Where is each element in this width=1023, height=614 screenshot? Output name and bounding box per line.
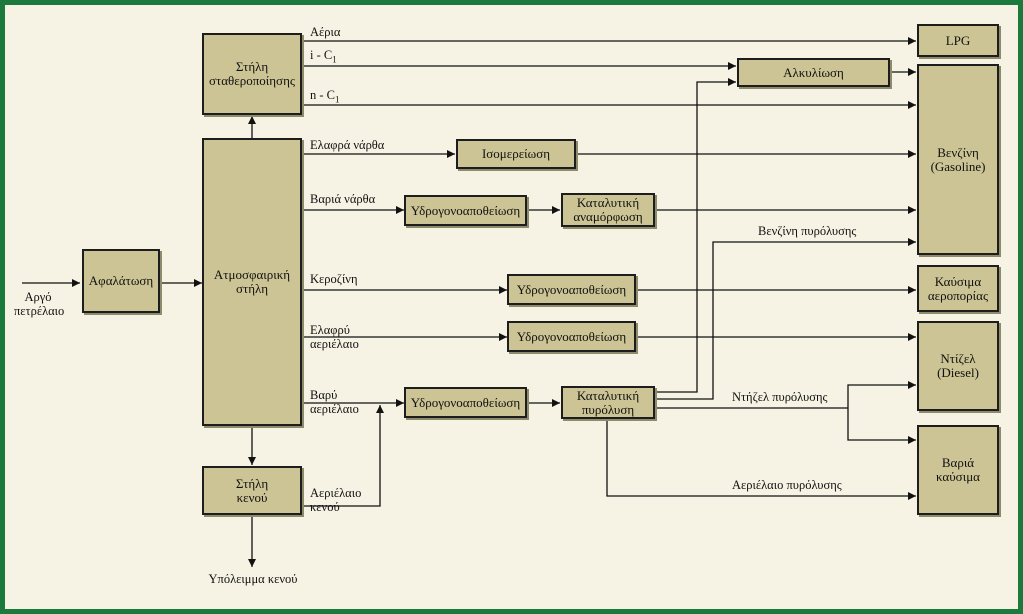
vacuum-column-box: Στήλη κενού bbox=[202, 466, 302, 515]
arrow-crack-heavy bbox=[606, 418, 916, 500]
heavy-fuels-box: Βαριά καύσιμα bbox=[917, 425, 999, 515]
label-i-c4-sub: 1 bbox=[332, 54, 337, 65]
label-cracked-gasoil: Αεριέλαιο πυρόλυσης bbox=[732, 478, 842, 492]
hydrodesulfurization-3-box: Υδρογονοαποθείωση bbox=[507, 321, 636, 352]
label-crude-oil: Αργό πετρέλαιο bbox=[14, 290, 65, 318]
arrow-split-heavy bbox=[847, 408, 916, 444]
gasoline-box: Βενζίνη (Gasoline) bbox=[917, 64, 999, 255]
label-cracked-diesel: Ντήζελ πυρόλυσης bbox=[732, 390, 828, 404]
desalting-box: Αφαλάτωση bbox=[82, 249, 160, 313]
hydrodesulfurization-1-box: Υδρογονοαποθείωση bbox=[404, 195, 527, 226]
diagram-frame bbox=[5, 5, 1018, 609]
isomerization-box: Ισομερείωση bbox=[456, 139, 576, 169]
catalytic-cracking-box: Καταλυτική πυρόλυση bbox=[561, 386, 655, 419]
label-i-c4-text: i - C bbox=[310, 48, 333, 62]
jet-fuel-box: Καύσιμα αεροπορίας bbox=[917, 265, 999, 312]
alkylation-box: Αλκυλίωση bbox=[737, 58, 890, 87]
atmospheric-column-box: Ατμοσφαιρική στήλη bbox=[202, 138, 302, 426]
arrow-crack-gasoline bbox=[655, 238, 916, 400]
catalytic-reforming-box: Καταλυτική αναμόρφωση bbox=[561, 193, 655, 227]
label-vacuum-gasoil: Αεριέλαιο κενού bbox=[310, 486, 362, 514]
label-vacuum-residue: Υπόλειμμα κενού bbox=[208, 572, 298, 586]
label-gases: Αέρια bbox=[310, 25, 341, 39]
label-heavy-naphtha: Βαριά νάρθα bbox=[310, 192, 376, 206]
label-n-c4-sub: 1 bbox=[335, 94, 340, 105]
label-i-c4: i - C1 bbox=[310, 48, 337, 67]
label-heavy-gasoil: Βαρύ αεριέλαιο bbox=[310, 388, 359, 416]
stabilization-column-box: Στήλη σταθεροποίησης bbox=[202, 33, 302, 115]
label-kerosene: Κεροζίνη bbox=[310, 272, 358, 286]
label-light-gasoil: Ελαφρύ αεριέλαιο bbox=[310, 323, 359, 351]
label-light-naphtha: Ελαφρά νάρθα bbox=[310, 138, 385, 152]
arrow-split-diesel bbox=[847, 381, 916, 408]
hydrodesulfurization-4-box: Υδρογονοαποθείωση bbox=[404, 387, 527, 418]
arrow-vgo-hds4 bbox=[302, 405, 384, 507]
label-n-c4-text: n - C bbox=[310, 88, 335, 102]
diesel-box: Ντίζελ (Diesel) bbox=[917, 321, 999, 411]
label-n-c4: n - C1 bbox=[310, 88, 340, 107]
label-cracked-gasoline: Βενζίνη πυρόλυσης bbox=[758, 224, 857, 238]
arrow-crack-alky bbox=[655, 78, 736, 393]
lpg-box: LPG bbox=[917, 24, 999, 57]
hydrodesulfurization-2-box: Υδρογονοαποθείωση bbox=[507, 274, 636, 305]
